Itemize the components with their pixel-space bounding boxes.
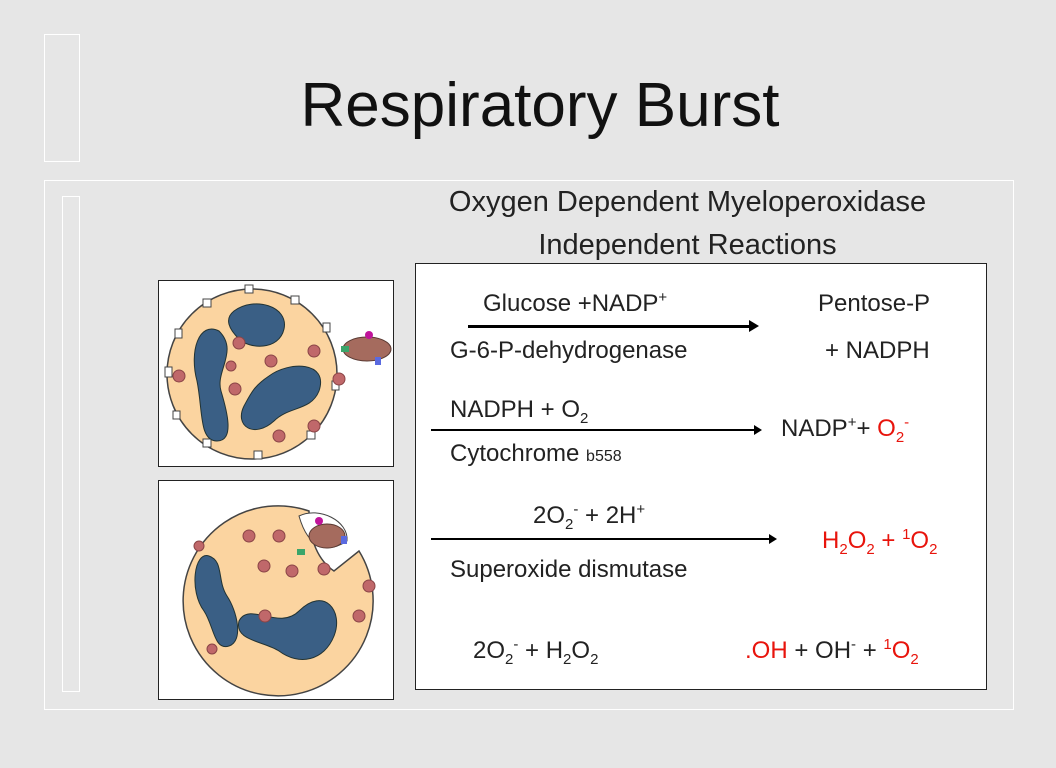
r4-reactant: 2O2- + H2O2 <box>473 636 599 668</box>
slide-frame-main <box>44 180 1014 710</box>
r2-product: NADP++ O2- <box>781 414 910 446</box>
phagocyte-binding-bacterium-icon <box>164 284 392 460</box>
r2-arrow <box>431 425 762 435</box>
reactions-panel: Glucose +NADP+ Pentose-P G-6-P-dehydroge… <box>415 263 987 690</box>
r1-enzyme: G-6-P-dehydrogenase <box>450 337 688 364</box>
r3-enzyme: Superoxide dismutase <box>450 556 688 583</box>
slide-frame-inner <box>62 196 80 692</box>
r1-product-a: Pentose-P <box>818 290 931 317</box>
r1-reactant: Glucose +NADP+ <box>483 289 668 317</box>
r3-arrow <box>431 534 777 544</box>
subtitle-line-1: Oxygen Dependent Myeloperoxidase <box>448 186 927 218</box>
phagocyte-engulfing-bacterium-icon <box>182 505 376 697</box>
r3-product: H2O2 + 1O2 <box>822 526 938 558</box>
r3-reactant: 2O2- + 2H+ <box>533 501 646 533</box>
r1-arrow <box>468 320 759 332</box>
slide-frame-top-left <box>44 34 80 162</box>
r2-reactant: NADPH + O2 <box>450 396 589 427</box>
r1-product-b: + NADPH <box>825 337 930 364</box>
slide-title: Respiratory Burst <box>300 71 780 140</box>
subtitle-line-2: Independent Reactions <box>538 229 837 261</box>
cell-illustration-top <box>158 280 394 467</box>
r2-enzyme: Cytochrome b558 <box>450 440 622 467</box>
r4-product: .OH + OH- + 1O2 <box>745 636 919 668</box>
cell-illustration-bottom <box>158 480 394 700</box>
